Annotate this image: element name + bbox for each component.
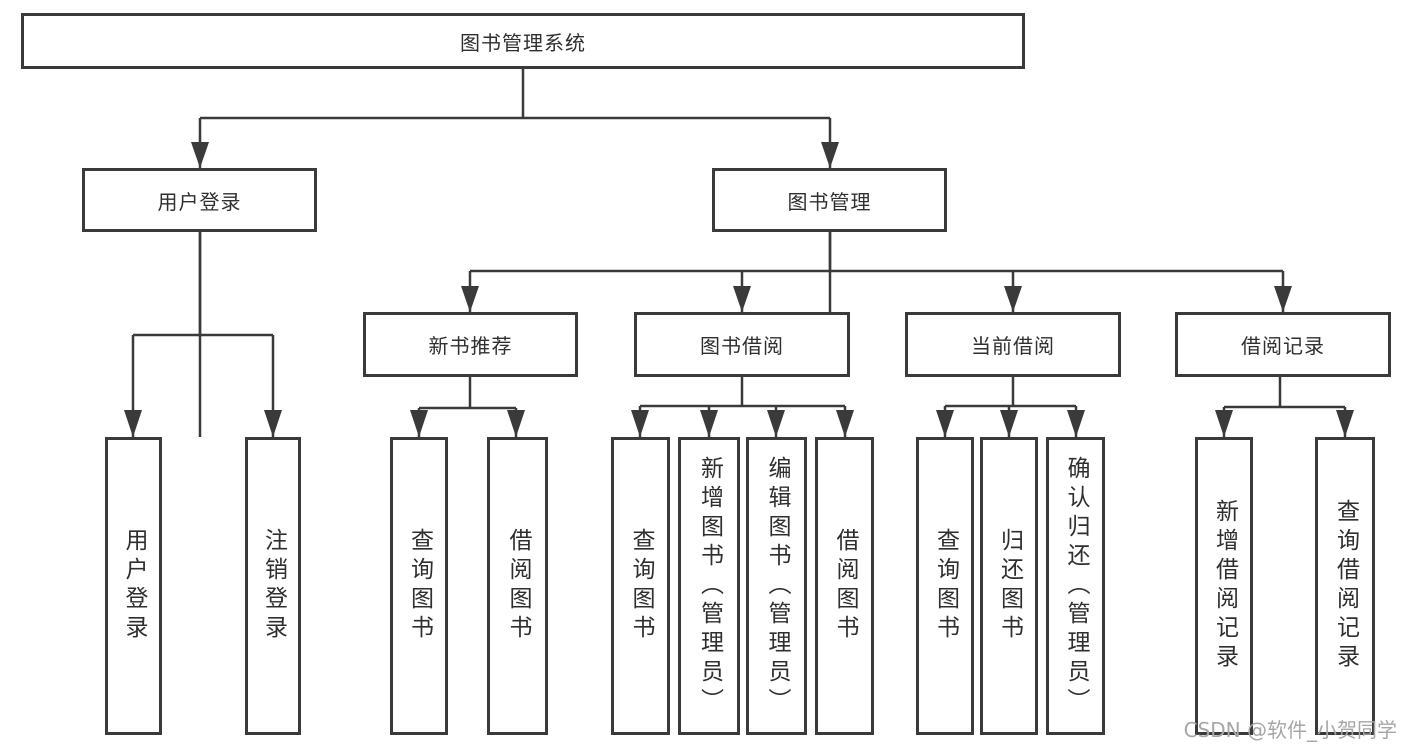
node-book-management: 图书管理 xyxy=(712,168,947,232)
node-label: 图书管理系统 xyxy=(460,30,586,55)
leaf-edit-books-admin: 编辑图书（管理员） xyxy=(746,437,807,735)
leaf-borrow-books: 借阅图书 xyxy=(815,437,874,735)
leaf-logout: 注销登录 xyxy=(245,437,301,735)
node-label: 图书管理 xyxy=(787,189,872,214)
node-new-book-recommendation: 新书推荐 xyxy=(363,312,578,377)
node-label: 图书借阅 xyxy=(700,334,784,358)
leaf-confirm-return-admin: 确认归还（管理员） xyxy=(1046,437,1105,735)
leaf-label: 归还图书 xyxy=(996,528,1023,644)
node-label: 用户登录 xyxy=(157,189,242,214)
leaf-borrow-books-recommend: 借阅图书 xyxy=(487,437,548,735)
node-label: 当前借阅 xyxy=(971,334,1055,358)
arrowheads xyxy=(124,142,1354,437)
leaf-label: 查询图书 xyxy=(628,528,654,644)
node-borrowing-records: 借阅记录 xyxy=(1175,312,1391,377)
leaf-query-books-borrow: 查询图书 xyxy=(611,437,670,735)
leaf-label: 新增图书（管理员） xyxy=(696,455,723,717)
leaf-label: 新增借阅记录 xyxy=(1211,499,1238,673)
leaf-return-books: 归还图书 xyxy=(980,437,1038,735)
connector-records-to-children xyxy=(1222,377,1347,437)
leaf-label: 确认归还（管理员） xyxy=(1063,455,1089,717)
node-library-management-system: 图书管理系统 xyxy=(21,13,1025,69)
leaf-label: 查询图书 xyxy=(932,528,959,644)
connector-newbook-to-children xyxy=(417,377,518,437)
node-current-borrowing: 当前借阅 xyxy=(905,312,1121,377)
node-user-login: 用户登录 xyxy=(82,168,317,232)
connector-borrow-to-children xyxy=(638,377,847,437)
node-label: 新书推荐 xyxy=(428,334,513,358)
leaf-query-borrow-record: 查询借阅记录 xyxy=(1315,437,1375,735)
leaf-user-login: 用户登录 xyxy=(105,437,162,735)
leaf-query-books-current: 查询图书 xyxy=(916,437,974,735)
leaf-label: 查询图书 xyxy=(406,528,433,644)
leaf-query-books-recommend: 查询图书 xyxy=(390,437,448,735)
connector-userlogin-to-children xyxy=(131,232,275,437)
leaf-label: 借阅图书 xyxy=(505,528,531,644)
connector-root-to-level2 xyxy=(198,69,832,437)
leaf-label: 借阅图书 xyxy=(832,528,858,644)
leaf-label: 用户登录 xyxy=(121,528,147,644)
leaf-label: 注销登录 xyxy=(260,528,287,644)
node-label: 借阅记录 xyxy=(1241,334,1325,358)
csdn-watermark: CSDN @软件_小贺同学 xyxy=(1183,718,1397,742)
connector-bookmgmt-to-level3 xyxy=(468,232,1285,312)
leaf-add-books-admin: 新增图书（管理员） xyxy=(678,437,740,735)
leaf-label: 查询借阅记录 xyxy=(1332,499,1359,673)
leaf-add-borrow-record: 新增借阅记录 xyxy=(1195,437,1253,735)
node-book-borrowing: 图书借阅 xyxy=(634,312,850,377)
leaf-label: 编辑图书（管理员） xyxy=(764,455,790,717)
